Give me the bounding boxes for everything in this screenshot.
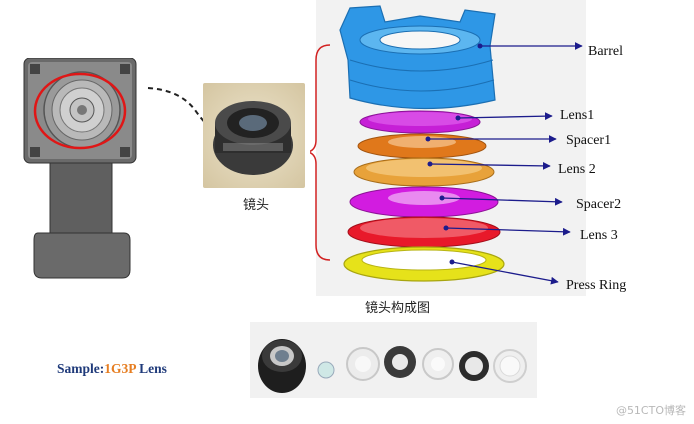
camera-module-illustration bbox=[23, 58, 137, 279]
label-spacer1: Spacer1 bbox=[566, 133, 612, 148]
label-lens1: Lens1 bbox=[560, 108, 595, 123]
watermark: @51CTO博客 bbox=[615, 404, 686, 417]
press-ring-part bbox=[343, 246, 505, 282]
lens3-part bbox=[347, 216, 501, 248]
highlight-circle bbox=[33, 72, 127, 150]
label-lens3: Lens 3 bbox=[580, 228, 618, 243]
spacer2-part bbox=[349, 186, 499, 218]
lens1-leader-arrow bbox=[457, 112, 553, 121]
barrel-part bbox=[339, 5, 496, 110]
exploded-lens-diagram bbox=[310, 0, 586, 296]
lens-photo bbox=[203, 83, 305, 188]
sample-prefix: Sample: bbox=[57, 361, 105, 376]
label-lens2: Lens 2 bbox=[558, 162, 596, 177]
label-barrel: Barrel bbox=[588, 44, 623, 59]
lens1-part bbox=[359, 110, 481, 134]
lens2-part bbox=[353, 157, 495, 187]
spacer1-part bbox=[357, 133, 487, 159]
sample-code: 1G3P bbox=[104, 361, 136, 376]
exploded-view-caption: 镜头构成图 bbox=[365, 301, 431, 316]
lens-caption: 镜头 bbox=[243, 198, 270, 213]
disassembled-parts-photo bbox=[250, 322, 537, 398]
assembly-brace bbox=[310, 44, 331, 261]
label-spacer2: Spacer2 bbox=[576, 197, 622, 212]
label-press-ring: Press Ring bbox=[566, 278, 627, 293]
lens3-leader-arrow bbox=[445, 227, 571, 236]
sample-suffix: Lens bbox=[139, 361, 167, 376]
spacer2-leader-arrow bbox=[441, 197, 563, 206]
lens2-leader-arrow bbox=[429, 161, 551, 170]
sample-label: Sample:1G3P Lens bbox=[57, 361, 167, 377]
press-ring-leader-arrow bbox=[451, 261, 559, 285]
